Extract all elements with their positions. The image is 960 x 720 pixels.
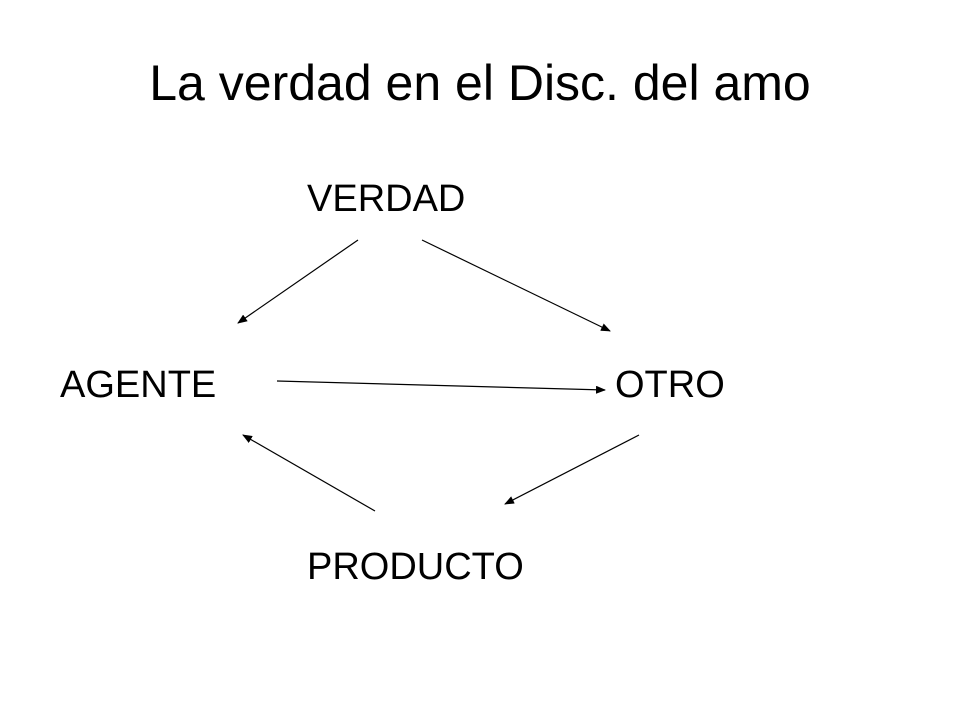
node-agente: AGENTE	[60, 364, 217, 406]
arrow-producto-to-agente	[242, 434, 376, 512]
arrow-verdad-to-otro	[421, 239, 611, 332]
node-verdad: VERDAD	[307, 178, 466, 220]
node-otro: OTRO	[615, 364, 725, 406]
arrow-agente-to-otro	[276, 380, 606, 394]
arrow-otro-to-producto	[504, 434, 640, 505]
arrow-verdad-to-agente	[237, 239, 359, 324]
slide-title: La verdad en el Disc. del amo	[149, 55, 811, 111]
node-producto: PRODUCTO	[307, 546, 524, 588]
